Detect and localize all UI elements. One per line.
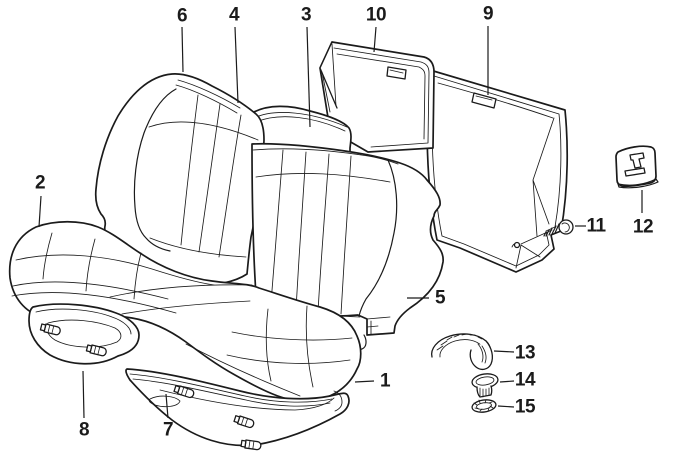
backrest-left	[94, 73, 265, 287]
tray-clip	[173, 385, 195, 399]
callout-11[interactable]: 11	[586, 215, 606, 237]
callout-8[interactable]: 8	[78, 419, 90, 441]
callout-6[interactable]: 6	[176, 5, 188, 27]
callout-10[interactable]: 10	[365, 4, 387, 26]
pull-strap	[431, 333, 493, 371]
rear-panel-left	[319, 41, 435, 153]
callout-13[interactable]: 13	[514, 342, 536, 364]
callout-5[interactable]: 5	[434, 287, 446, 309]
callout-15[interactable]: 15	[514, 396, 536, 418]
tray-clip	[240, 439, 262, 451]
grommet-lower	[471, 399, 497, 413]
callout-2[interactable]: 2	[34, 172, 46, 194]
tray-left	[28, 303, 140, 365]
grommet-upper	[471, 373, 499, 398]
callout-9[interactable]: 9	[482, 3, 494, 25]
tray-clip	[233, 415, 255, 429]
callout-14[interactable]: 14	[514, 369, 536, 391]
callout-1[interactable]: 1	[379, 370, 391, 392]
cover-plate	[615, 145, 659, 189]
tray-clip	[85, 344, 107, 357]
seat-cushion	[8, 220, 362, 403]
callout-12[interactable]: 12	[632, 216, 654, 238]
callout-3[interactable]: 3	[300, 4, 312, 26]
callout-7[interactable]: 7	[162, 419, 174, 441]
screw	[513, 219, 574, 249]
rear-panel-right	[426, 69, 569, 273]
tray-clip	[39, 323, 61, 336]
callout-4[interactable]: 4	[228, 4, 240, 26]
tray-center	[125, 368, 350, 451]
